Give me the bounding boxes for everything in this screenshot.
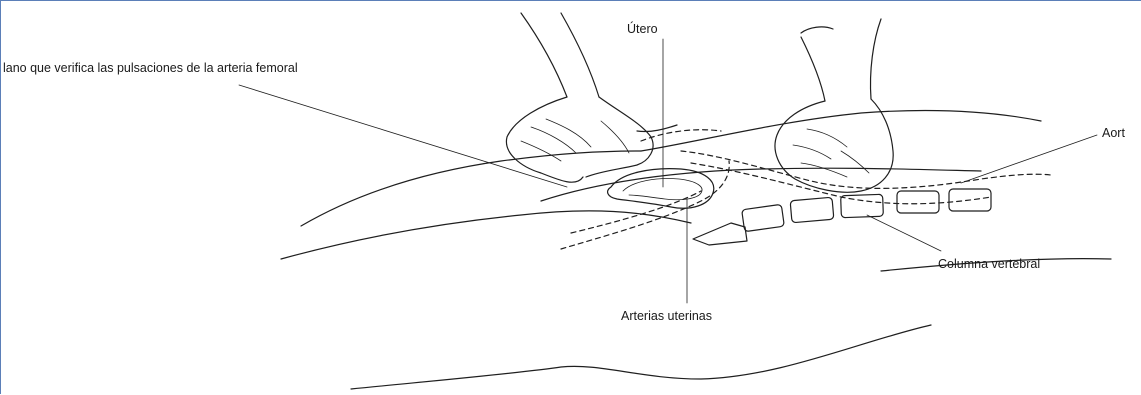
body-outline-upper [641, 111, 1041, 151]
label-arterias-uterinas: Arterias uterinas [621, 310, 712, 323]
leader-line-columna [867, 215, 941, 251]
label-utero: Útero [627, 23, 658, 36]
label-aorta: Aort [1102, 127, 1125, 140]
body-outline-abdomen [541, 168, 981, 201]
dashed-contour-2 [571, 191, 701, 233]
leader-line-mano [239, 85, 567, 187]
leader-line-aorta [961, 135, 1097, 183]
body-outline-lower [351, 325, 931, 389]
right-fist-illustration [775, 19, 893, 192]
label-columna-vertebral: Columna vertebral [938, 258, 1040, 271]
body-outline-back [281, 211, 691, 259]
body-outline-left [301, 151, 641, 226]
label-mano: lano que verifica las pulsaciones de la … [3, 62, 298, 75]
dashed-contour-1 [561, 161, 729, 249]
